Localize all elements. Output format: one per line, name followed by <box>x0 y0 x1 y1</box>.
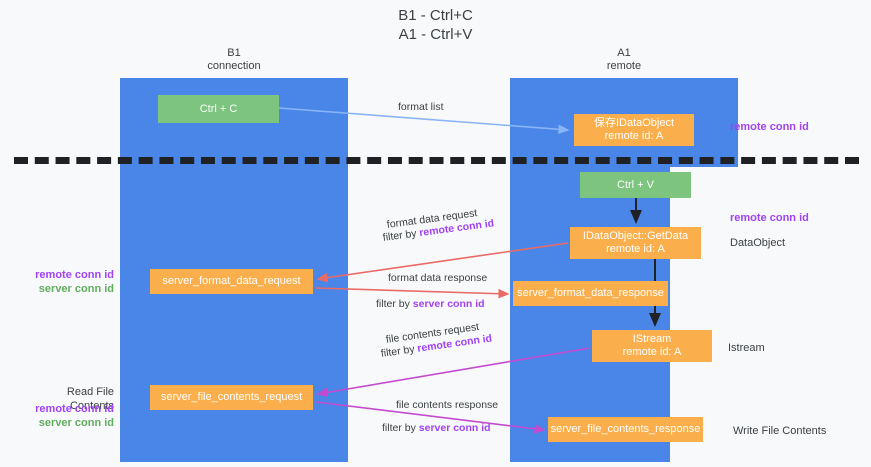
column-header-a1: A1 remote <box>510 47 738 73</box>
node-sfd-response-label: server_format_data_response <box>517 287 664 299</box>
column-header-b1-name: B1 <box>227 47 241 59</box>
node-server-format-data-response[interactable]: server_format_data_response <box>513 281 668 306</box>
diagram-title: B1 - Ctrl+C A1 - Ctrl+V <box>0 6 871 44</box>
node-server-file-contents-response[interactable]: server_file_contents_response <box>548 417 703 442</box>
annotation-left-server-conn-id-bottom: server conn id <box>38 417 114 429</box>
node-sfc-response-label: server_file_contents_response <box>550 423 701 435</box>
edge-label-filter-by-2: filter by <box>376 298 410 310</box>
edge-label-format-list: format list <box>398 100 444 114</box>
node-ctrl-v[interactable]: Ctrl + V <box>580 172 691 198</box>
edge-label-filter-by-4: filter by <box>382 422 416 434</box>
node-ctrl-v-label: Ctrl + V <box>617 178 654 191</box>
annotation-left-remote-conn-id-bottom: remote conn id <box>35 403 114 415</box>
column-header-a1-subtitle: remote <box>606 60 642 72</box>
annotation-write-file-contents: Write File Contents <box>733 424 826 438</box>
title-line-1: B1 - Ctrl+C <box>398 7 473 24</box>
phase-divider <box>14 157 859 164</box>
node-sfd-request-label: server_format_data_request <box>162 275 301 287</box>
node-getdata-line1: IDataObject::GetData <box>582 230 689 242</box>
edge-label-filter-by-1: filter by <box>382 227 418 244</box>
annotation-remote-conn-id-top: remote conn id <box>730 120 809 134</box>
title-line-2: A1 - Ctrl+V <box>398 26 473 43</box>
annotation-istream-text: Istream <box>728 342 765 354</box>
edge-label-server-conn-id-1: server conn id <box>412 298 485 310</box>
node-getdata-line2: remote id: A <box>606 243 665 255</box>
column-header-a1-name: A1 <box>617 47 631 59</box>
node-idataobject[interactable]: 保存IDataObject remote id: A <box>574 114 694 146</box>
edge-label-file-contents-response-filter: filter by server conn id <box>382 421 491 435</box>
annotation-read-file-contents-text: Read File Contents <box>66 386 114 412</box>
node-istream[interactable]: IStream remote id: A <box>592 330 712 362</box>
node-idataobject-line1: 保存IDataObject <box>593 117 675 129</box>
edge-label-file-contents-response: file contents response <box>396 398 498 412</box>
annotation-write-file-contents-text: Write File Contents <box>733 425 827 437</box>
annotation-remote-conn-id-top-text: remote conn id <box>730 121 809 133</box>
annotation-left-remote-conn-id-mid: remote conn id <box>35 269 114 281</box>
node-ctrl-c[interactable]: Ctrl + C <box>158 95 279 123</box>
node-istream-line2: remote id: A <box>622 346 682 358</box>
edge-label-server-conn-id-2: server conn id <box>418 422 491 434</box>
column-header-b1-subtitle: connection <box>207 60 261 72</box>
node-sfc-request-label: server_file_contents_request <box>160 391 303 403</box>
edge-label-file-contents-response-text: file contents response <box>396 399 499 411</box>
column-header-b1: B1 connection <box>120 47 348 73</box>
annotation-istream: Istream <box>728 341 765 355</box>
annotation-dataobject-text: DataObject <box>730 237 786 249</box>
annotation-left-server-conn-id-mid: server conn id <box>38 283 114 295</box>
edge-label-format-data-response-text: format data response <box>388 272 488 284</box>
node-idataobject-line2: remote id: A <box>604 130 664 142</box>
annotation-read-file-contents: Read File Contents <box>22 385 114 413</box>
edge-label-format-data-response: format data response <box>388 271 487 285</box>
annotation-left-conn-ids-mid: remote conn id server conn id <box>22 268 114 296</box>
edge-label-filter-by-3: filter by <box>380 343 416 360</box>
node-istream-line1: IStream <box>632 333 672 345</box>
node-server-file-contents-request[interactable]: server_file_contents_request <box>150 385 313 410</box>
node-ctrl-c-label: Ctrl + C <box>199 102 238 115</box>
node-server-format-data-request[interactable]: server_format_data_request <box>150 269 313 294</box>
edge-label-format-list-text: format list <box>398 101 444 113</box>
edge-label-format-data-response-filter: filter by server conn id <box>376 297 485 311</box>
node-idataobject-getdata[interactable]: IDataObject::GetData remote id: A <box>570 227 701 259</box>
annotation-remote-conn-id-mid-text: remote conn id <box>730 212 809 224</box>
annotation-dataobject: DataObject <box>730 236 785 250</box>
annotation-left-conn-ids-bottom: remote conn id server conn id <box>22 402 114 430</box>
annotation-remote-conn-id-mid: remote conn id <box>730 211 809 225</box>
